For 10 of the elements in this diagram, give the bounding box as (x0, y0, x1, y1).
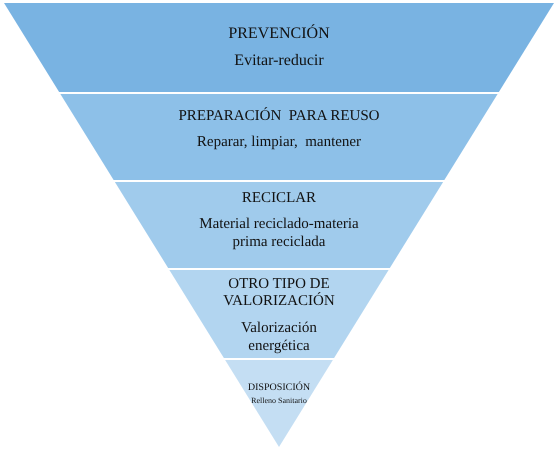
band-description: Valorización energética (240, 318, 318, 354)
band-description: Evitar-reducir (234, 51, 324, 71)
band-description: Relleno Sanitario (251, 396, 307, 406)
band-heading: OTRO TIPO DE VALORIZACIÓN (222, 276, 336, 310)
band-heading: PREVENCIÓN (228, 25, 330, 44)
band-heading: RECICLAR (242, 190, 316, 208)
band-description: Material reciclado-materia prima reciclada (198, 215, 360, 252)
band-description: Reparar, limpiar, mantener (196, 133, 362, 152)
band-heading: DISPOSICIÓN (248, 382, 310, 394)
band-heading: PREPARACIÓN PARA REUSO (178, 108, 380, 126)
